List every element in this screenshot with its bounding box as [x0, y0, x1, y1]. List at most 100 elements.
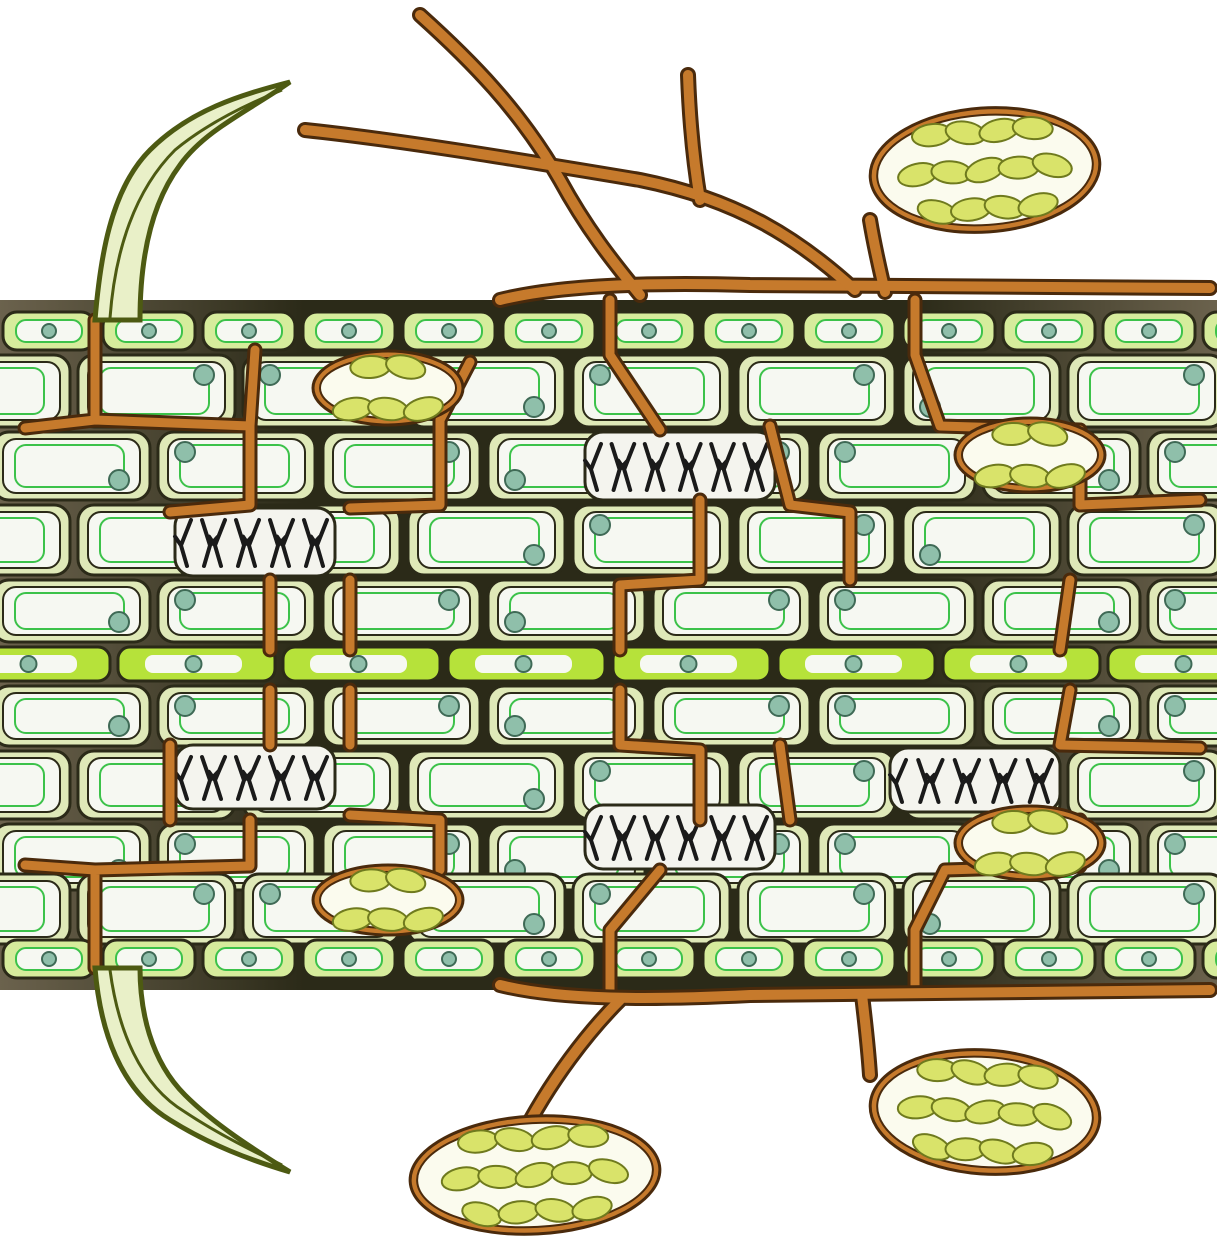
cortical-cell: [1003, 312, 1095, 350]
arbuscule-coil: [890, 748, 1060, 812]
nucleus: [920, 545, 940, 565]
cortical-cell: [0, 647, 110, 681]
cortical-cell: [0, 432, 150, 500]
cortical-cell: [403, 312, 495, 350]
nucleus: [524, 789, 544, 809]
arbuscule-coil: [585, 432, 775, 500]
spore-vesicle: [955, 806, 1105, 880]
nucleus: [1184, 365, 1204, 385]
cortical-cell: [0, 874, 70, 944]
nucleus: [109, 716, 129, 736]
arbuscule-coil: [585, 805, 775, 869]
nucleus: [142, 952, 156, 966]
cortical-cell: [1203, 940, 1217, 978]
cortical-cell: [803, 940, 895, 978]
cortical-cell: [303, 940, 395, 978]
nucleus: [175, 696, 195, 716]
nucleus: [524, 397, 544, 417]
nucleus: [1099, 716, 1119, 736]
cortical-cell: [158, 432, 315, 500]
nucleus: [642, 952, 656, 966]
nucleus: [846, 656, 862, 672]
nucleus: [1099, 470, 1119, 490]
nucleus: [835, 696, 855, 716]
arbuscule-coil: [175, 745, 335, 809]
root-hair-bottom: [95, 968, 290, 1172]
cortical-cell: [118, 647, 275, 681]
nucleus: [1184, 515, 1204, 535]
nucleus: [524, 914, 544, 934]
nucleus: [439, 590, 459, 610]
nucleus: [516, 656, 532, 672]
cortical-cell: [503, 312, 595, 350]
cortical-cell: [303, 312, 395, 350]
spore-vesicle: [313, 865, 463, 936]
cortical-cell: [0, 355, 70, 427]
cortical-cell: [283, 647, 440, 681]
nucleus: [260, 365, 280, 385]
cortical-cell: [403, 940, 495, 978]
root-hair-top: [95, 82, 290, 320]
cortical-cell: [448, 647, 605, 681]
nucleus: [842, 324, 856, 338]
spore-vesicle: [866, 1042, 1104, 1182]
cortical-cell: [1068, 874, 1217, 944]
nucleus: [342, 324, 356, 338]
nucleus: [505, 470, 525, 490]
cortical-cell: [943, 647, 1100, 681]
cortical-cell: [703, 312, 795, 350]
cortical-cell: [3, 312, 95, 350]
brown-hypha: [1080, 500, 1200, 505]
cortical-cell: [818, 686, 975, 746]
cortical-cell: [0, 580, 150, 642]
cortical-cell: [158, 686, 315, 746]
cortical-cell: [1203, 312, 1217, 350]
nucleus: [854, 365, 874, 385]
nucleus: [590, 515, 610, 535]
nucleus: [769, 696, 789, 716]
nucleus: [242, 324, 256, 338]
nucleus: [1042, 952, 1056, 966]
cortical-cell: [158, 580, 315, 642]
cortical-cell: [408, 505, 565, 575]
cortical-cell: [1003, 940, 1095, 978]
cortical-cell: [778, 647, 935, 681]
nucleus: [442, 324, 456, 338]
cortical-cell: [738, 355, 895, 427]
cortical-cell: [1103, 312, 1195, 350]
nucleus: [1165, 696, 1185, 716]
nucleus: [1184, 761, 1204, 781]
cortical-cell: [703, 940, 795, 978]
nucleus: [505, 716, 525, 736]
arbuscule-coil: [175, 508, 335, 576]
nucleus: [1142, 324, 1156, 338]
cortical-cell: [3, 940, 95, 978]
nucleus: [835, 590, 855, 610]
spore-vesicle: [955, 418, 1105, 492]
nucleus: [524, 545, 544, 565]
nucleus: [142, 324, 156, 338]
nucleus: [1165, 590, 1185, 610]
nucleus: [439, 696, 459, 716]
cortical-cell: [613, 647, 770, 681]
cortical-cell: [1148, 686, 1217, 746]
nucleus: [835, 442, 855, 462]
nucleus: [175, 834, 195, 854]
nucleus: [442, 952, 456, 966]
cortical-cell: [203, 940, 295, 978]
spore-vesicle: [313, 351, 463, 425]
cortical-cell: [323, 432, 480, 500]
spore-vesicle: [407, 1110, 663, 1238]
nucleus: [1099, 612, 1119, 632]
nucleus: [42, 952, 56, 966]
nucleus: [590, 761, 610, 781]
nucleus: [42, 324, 56, 338]
nucleus: [1165, 834, 1185, 854]
nucleus: [835, 834, 855, 854]
cortical-cell: [203, 312, 295, 350]
cortical-cell: [803, 312, 895, 350]
cortical-cell: [653, 580, 810, 642]
nucleus: [590, 365, 610, 385]
